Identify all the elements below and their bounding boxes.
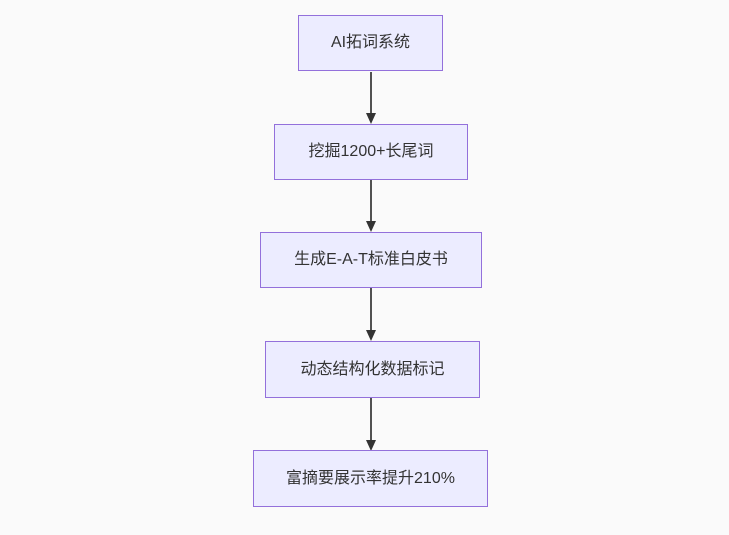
- flow-node-label: AI拓词系统: [330, 34, 411, 52]
- flow-edge-1: [366, 72, 376, 124]
- flow-node-1: AI拓词系统: [298, 15, 443, 71]
- edge-arrowhead-icon: [366, 113, 376, 124]
- edge-arrowhead-icon: [366, 330, 376, 341]
- flow-node-3: 生成E-A-T标准白皮书: [260, 232, 482, 288]
- flow-node-4: 动态结构化数据标记: [265, 341, 480, 398]
- flow-node-label: 富摘要展示率提升210%: [286, 469, 455, 487]
- flow-edge-3: [366, 288, 376, 341]
- edge-arrowhead-icon: [366, 221, 376, 232]
- flow-edge-2: [366, 180, 376, 232]
- flow-node-2: 挖掘1200+长尾词: [274, 124, 468, 180]
- flow-node-5: 富摘要展示率提升210%: [253, 450, 488, 507]
- flow-node-label: 动态结构化数据标记: [300, 360, 445, 378]
- flow-edge-4: [366, 398, 376, 451]
- flow-node-label: 生成E-A-T标准白皮书: [294, 251, 448, 269]
- flow-node-label: 挖掘1200+长尾词: [308, 143, 434, 161]
